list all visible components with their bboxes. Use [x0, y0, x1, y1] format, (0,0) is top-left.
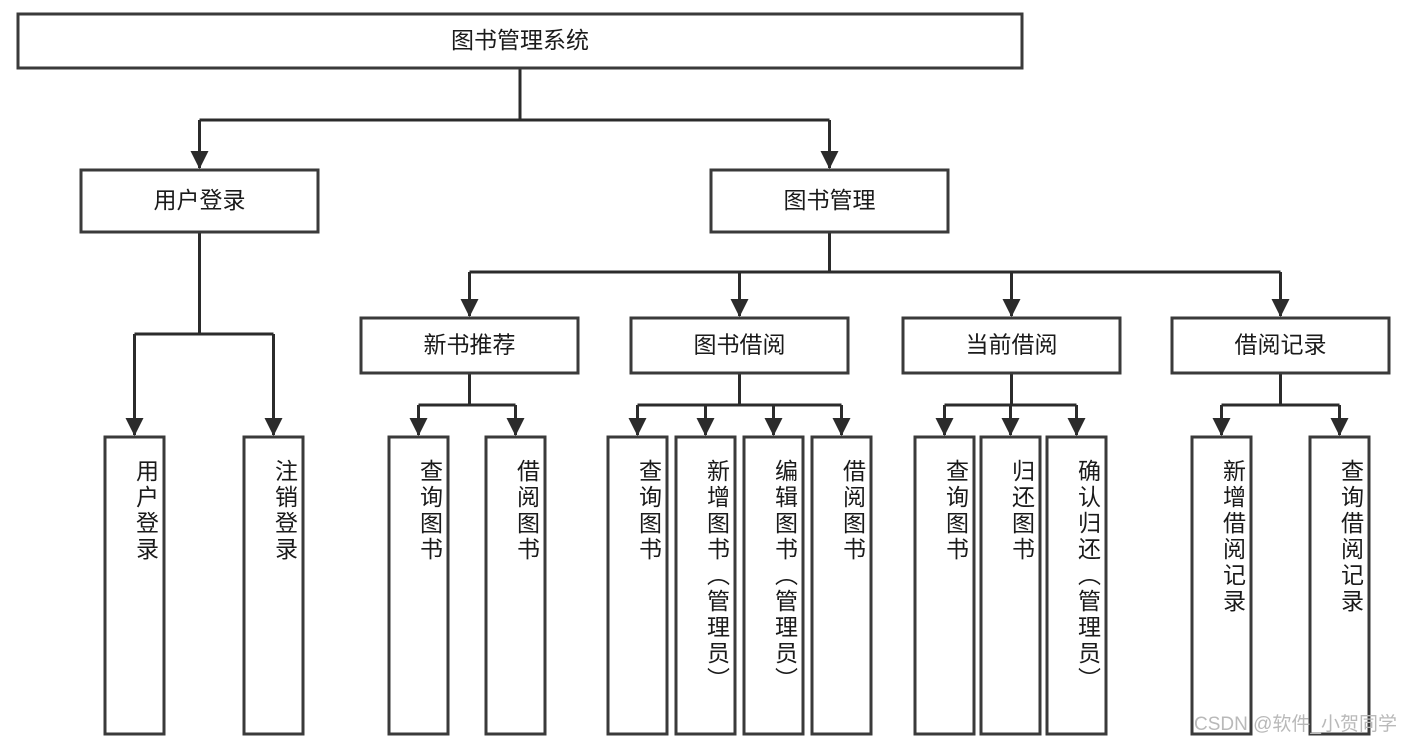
node-leaf-user-logout-box [242, 435, 305, 736]
node-leaf-return-book-label: 归还图书 [1009, 459, 1036, 563]
node-leaf-query-borrow-record-box [1308, 435, 1371, 736]
node-leaf-return-book-box [979, 435, 1042, 736]
arrow-to-leaf-confirm-return-admin [1067, 418, 1086, 436]
node-root[interactable]: 图书管理系统 [16, 12, 1024, 70]
node-user-login-box [79, 168, 320, 234]
csdn-watermark: CSDN @软件_小贺同学 [1194, 713, 1397, 735]
node-current-borrow-label: 当前借阅 [966, 332, 1058, 358]
node-leaf-query-book-borrow-label: 查询图书 [636, 459, 663, 563]
node-borrow-record[interactable]: 借阅记录 [1170, 316, 1391, 375]
arrow-to-leaf-borrow-book [832, 418, 851, 436]
node-leaf-edit-book-admin-box [742, 435, 805, 736]
node-leaf-add-borrow-record-label: 新增借阅记录 [1220, 459, 1247, 615]
node-leaf-confirm-return-admin-box [1045, 435, 1108, 736]
arrow-to-current-borrow [1002, 299, 1021, 317]
node-leaf-borrow-book-recommend-box [484, 435, 547, 736]
arrow-to-borrow-record [1271, 299, 1290, 317]
arrow-to-leaf-edit-book-admin [764, 418, 783, 436]
node-new-book-recommend[interactable]: 新书推荐 [359, 316, 580, 375]
node-leaf-borrow-book-recommend-label: 借阅图书 [514, 459, 541, 563]
node-leaf-user-login-box [103, 435, 166, 736]
node-leaf-user-login[interactable]: 用户登录 [103, 435, 166, 736]
node-leaf-add-borrow-record[interactable]: 新增借阅记录 [1190, 435, 1253, 736]
arrow-to-leaf-user-logout [264, 418, 283, 436]
node-book-manage-box [709, 168, 950, 234]
node-current-borrow-box [901, 316, 1122, 375]
arrow-to-leaf-borrow-book-recommend [506, 418, 525, 436]
node-leaf-add-book-admin-box [674, 435, 737, 736]
node-root-label: 图书管理系统 [451, 27, 589, 53]
node-leaf-query-book-borrow-box [606, 435, 669, 736]
arrow-to-leaf-query-book-borrow [628, 418, 647, 436]
node-leaf-query-book-recommend-label: 查询图书 [417, 459, 444, 563]
node-leaf-user-logout-label: 注销登录 [272, 459, 299, 563]
node-book-manage-label: 图书管理 [784, 187, 876, 213]
node-book-borrow[interactable]: 图书借阅 [629, 316, 850, 375]
node-leaf-borrow-book-box [810, 435, 873, 736]
node-new-book-recommend-label: 新书推荐 [424, 332, 516, 358]
arrow-to-book-borrow [730, 299, 749, 317]
node-book-borrow-box [629, 316, 850, 375]
arrow-to-leaf-query-borrow-record [1330, 418, 1349, 436]
node-borrow-record-box [1170, 316, 1391, 375]
node-leaf-borrow-book-label: 借阅图书 [840, 459, 867, 563]
node-leaf-user-login-label: 用户登录 [133, 459, 160, 563]
node-user-login-label: 用户登录 [154, 187, 246, 213]
node-leaf-borrow-book[interactable]: 借阅图书 [810, 435, 873, 736]
node-leaf-query-borrow-record-label: 查询借阅记录 [1338, 459, 1365, 615]
node-leaf-add-book-admin-label: 新增图书（管理员） [704, 459, 731, 693]
node-book-manage[interactable]: 图书管理 [709, 168, 950, 234]
node-book-borrow-label: 图书借阅 [694, 332, 786, 358]
node-current-borrow[interactable]: 当前借阅 [901, 316, 1122, 375]
node-layer: 图书管理系统用户登录图书管理新书推荐图书借阅当前借阅借阅记录用户登录注销登录查询… [16, 12, 1391, 736]
arrow-to-new-book-recommend [460, 299, 479, 317]
arrow-to-leaf-return-book [1001, 418, 1020, 436]
arrow-to-leaf-user-login [125, 418, 144, 436]
node-leaf-query-borrow-record[interactable]: 查询借阅记录 [1308, 435, 1371, 736]
node-leaf-query-book-recommend[interactable]: 查询图书 [387, 435, 450, 736]
arrow-to-leaf-query-book-recommend [409, 418, 428, 436]
node-leaf-confirm-return-admin[interactable]: 确认归还（管理员） [1045, 435, 1108, 736]
node-leaf-return-book[interactable]: 归还图书 [979, 435, 1042, 736]
arrow-to-leaf-query-book-current [935, 418, 954, 436]
node-leaf-confirm-return-admin-label: 确认归还（管理员） [1075, 459, 1102, 693]
arrow-to-book-manage [820, 151, 839, 169]
node-leaf-edit-book-admin[interactable]: 编辑图书（管理员） [742, 435, 805, 736]
node-leaf-query-book-current-box [913, 435, 976, 736]
node-leaf-query-book-recommend-box [387, 435, 450, 736]
node-leaf-edit-book-admin-label: 编辑图书（管理员） [772, 459, 799, 693]
node-user-login[interactable]: 用户登录 [79, 168, 320, 234]
node-leaf-add-borrow-record-box [1190, 435, 1253, 736]
arrow-to-leaf-add-book-admin [696, 418, 715, 436]
node-leaf-borrow-book-recommend[interactable]: 借阅图书 [484, 435, 547, 736]
node-leaf-user-logout[interactable]: 注销登录 [242, 435, 305, 736]
node-new-book-recommend-box [359, 316, 580, 375]
arrow-to-user-login [190, 151, 209, 169]
connector-layer [125, 68, 1349, 436]
node-leaf-add-book-admin[interactable]: 新增图书（管理员） [674, 435, 737, 736]
arrow-to-leaf-add-borrow-record [1212, 418, 1231, 436]
node-root-box [16, 12, 1024, 70]
node-borrow-record-label: 借阅记录 [1235, 332, 1327, 358]
node-leaf-query-book-borrow[interactable]: 查询图书 [606, 435, 669, 736]
node-leaf-query-book-current-label: 查询图书 [943, 459, 970, 563]
node-leaf-query-book-current[interactable]: 查询图书 [913, 435, 976, 736]
